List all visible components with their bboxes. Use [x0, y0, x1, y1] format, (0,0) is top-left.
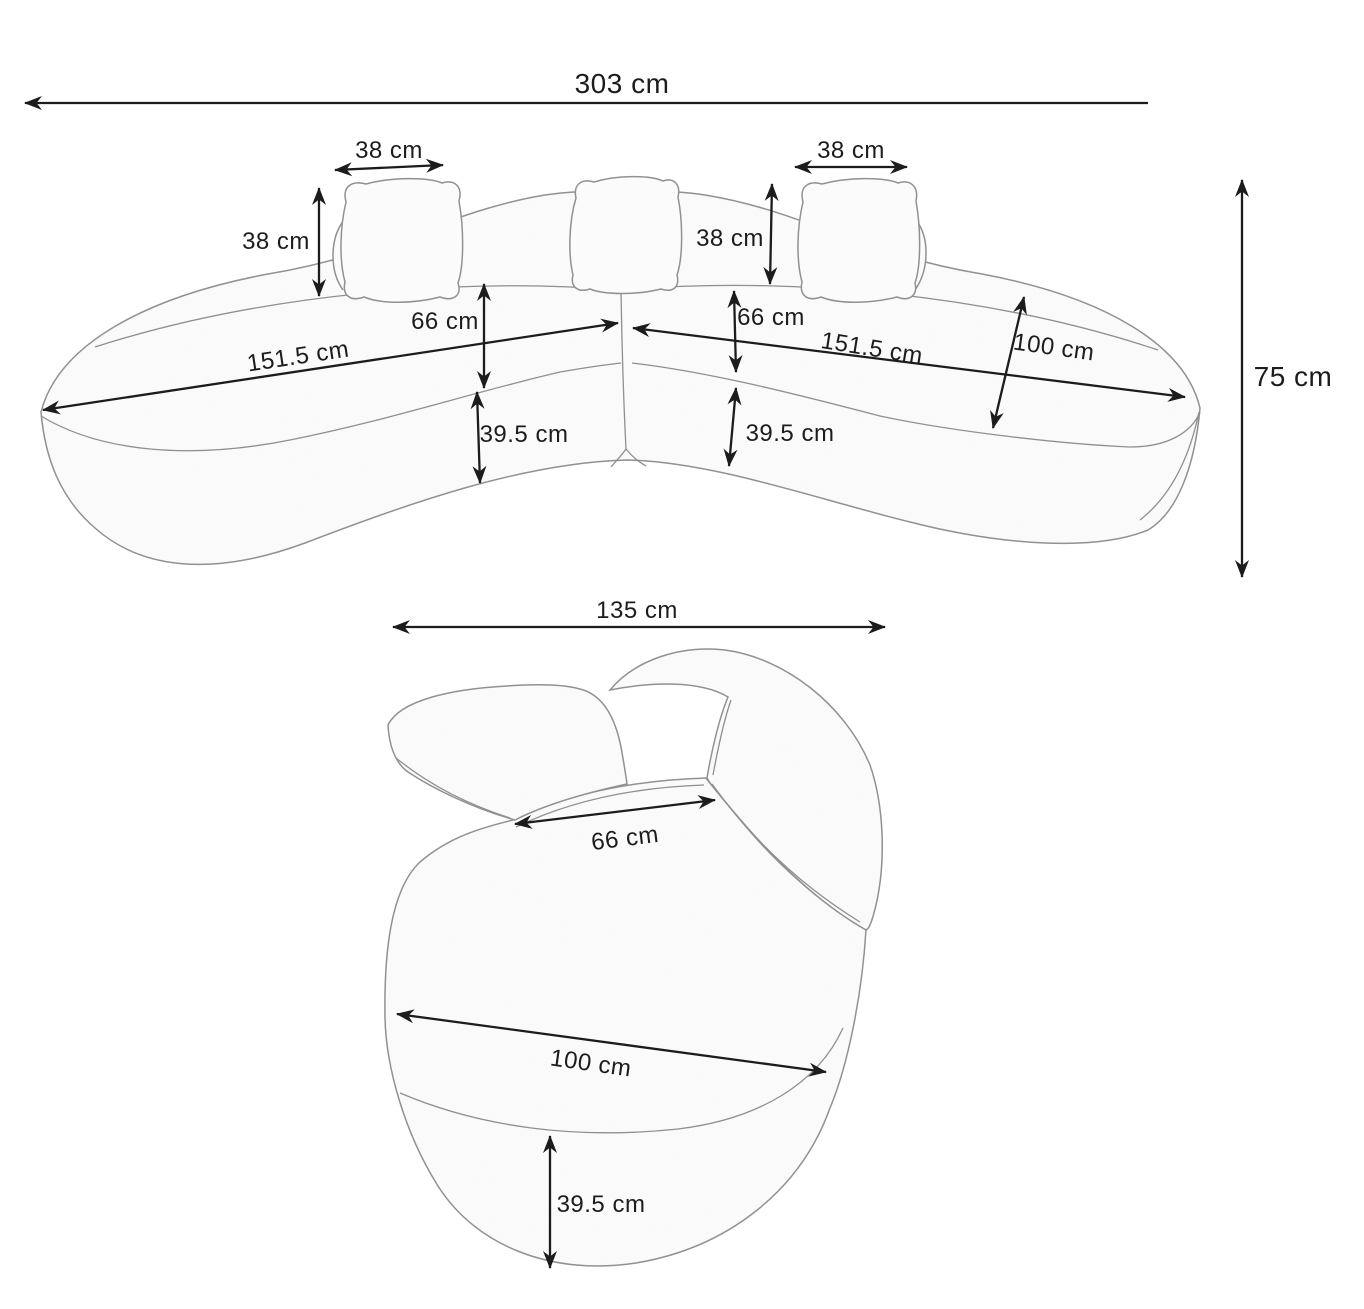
dim-top-overall-width-label: 135 cm	[596, 597, 678, 624]
dim-right-section-length-arrow	[632, 323, 1186, 402]
dim-left-base-height-label: 39.5 cm	[480, 421, 569, 448]
dim-right-backrest-height-label: 66 cm	[737, 304, 805, 331]
pillow-left	[340, 177, 464, 303]
dim-right-pillow-width-label: 38 cm	[817, 137, 885, 164]
sofa-left-backrest	[387, 684, 628, 821]
dim-section-depth-arrow	[990, 296, 1027, 429]
dim-seat-depth-arrow	[396, 1009, 827, 1077]
dim-right-base-height-label: 39.5 cm	[746, 420, 835, 447]
perspective-view: 135 cm 66 cm 100 cm 39.5 cm	[384, 597, 886, 1269]
dim-left-section-length-arrow	[42, 318, 619, 415]
right-lobe-left-piping-line	[712, 699, 732, 776]
right-lobe-inner-piping-line	[711, 783, 861, 923]
dim-center-pillow-height-label: 38 cm	[696, 225, 764, 252]
center-seam-v	[610, 448, 647, 468]
center-seam-line	[620, 290, 627, 450]
dim-left-backrest-height-label: 66 cm	[411, 308, 479, 335]
dim-left-pillow-width-label: 38 cm	[355, 137, 423, 164]
sofa-right-backrest	[608, 648, 883, 931]
dim-overall-width-label: 303 cm	[575, 68, 670, 99]
dim-center-pillow-height-arrow	[763, 183, 779, 285]
pillow-center	[569, 175, 683, 295]
dim-left-pillow-width-arrow	[334, 158, 444, 177]
dim-left-pillow-height-label: 38 cm	[242, 228, 310, 255]
dim-overall-height-label: 75 cm	[1254, 361, 1333, 392]
front-view: 303 cm 75 cm 38 cm 38 cm 38 cm 38 cm 66 …	[24, 68, 1333, 578]
pillow-right	[797, 177, 921, 303]
right-end-cap-line	[1139, 411, 1200, 521]
dim-base-height-label: 39.5 cm	[557, 1191, 646, 1218]
dim-inner-seat-width-arrow	[514, 795, 716, 829]
left-lobe-crease-line	[395, 757, 511, 819]
